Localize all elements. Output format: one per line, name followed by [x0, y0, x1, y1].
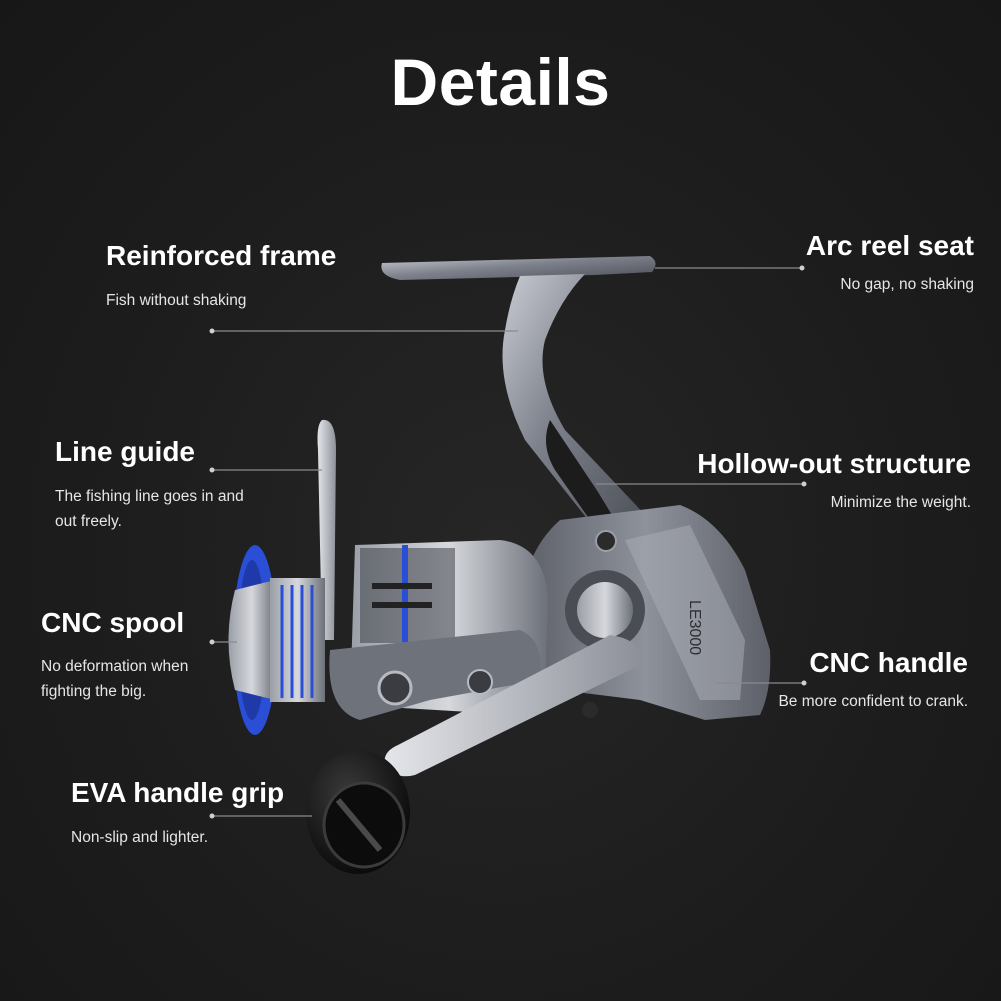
page-title: Details: [390, 45, 611, 119]
reinforced-frame-desc: Fish without shaking: [106, 292, 247, 309]
model-label: LE3000: [686, 600, 703, 655]
line-guide-desc-2: out freely.: [55, 513, 122, 530]
cnc-spool-desc-1: No deformation when: [41, 658, 189, 675]
eva-grip-desc: Non-slip and lighter.: [71, 829, 208, 846]
hollow-out-title: Hollow-out structure: [697, 448, 971, 479]
hollow-cutout: [546, 420, 612, 520]
eva-grip-title: EVA handle grip: [71, 777, 285, 808]
cnc-handle-arm: [384, 635, 641, 777]
cnc-spool-title: CNC spool: [41, 607, 185, 638]
arc-reel-seat-title: Arc reel seat: [805, 230, 974, 261]
reinforced-frame-title: Reinforced frame: [106, 240, 337, 271]
cnc-handle-desc: Be more confident to crank.: [778, 693, 968, 710]
cnc-handle-title: CNC handle: [809, 647, 968, 678]
line-guide-desc-1: The fishing line goes in and: [55, 488, 244, 505]
reel-stem: [502, 274, 650, 535]
line-guide-title: Line guide: [55, 436, 195, 467]
arc-reel-seat-desc: No gap, no shaking: [840, 276, 974, 293]
hollow-out-desc: Minimize the weight.: [830, 494, 971, 511]
cnc-spool-desc-2: fighting the big.: [41, 683, 147, 700]
reel-seat: [381, 256, 656, 280]
